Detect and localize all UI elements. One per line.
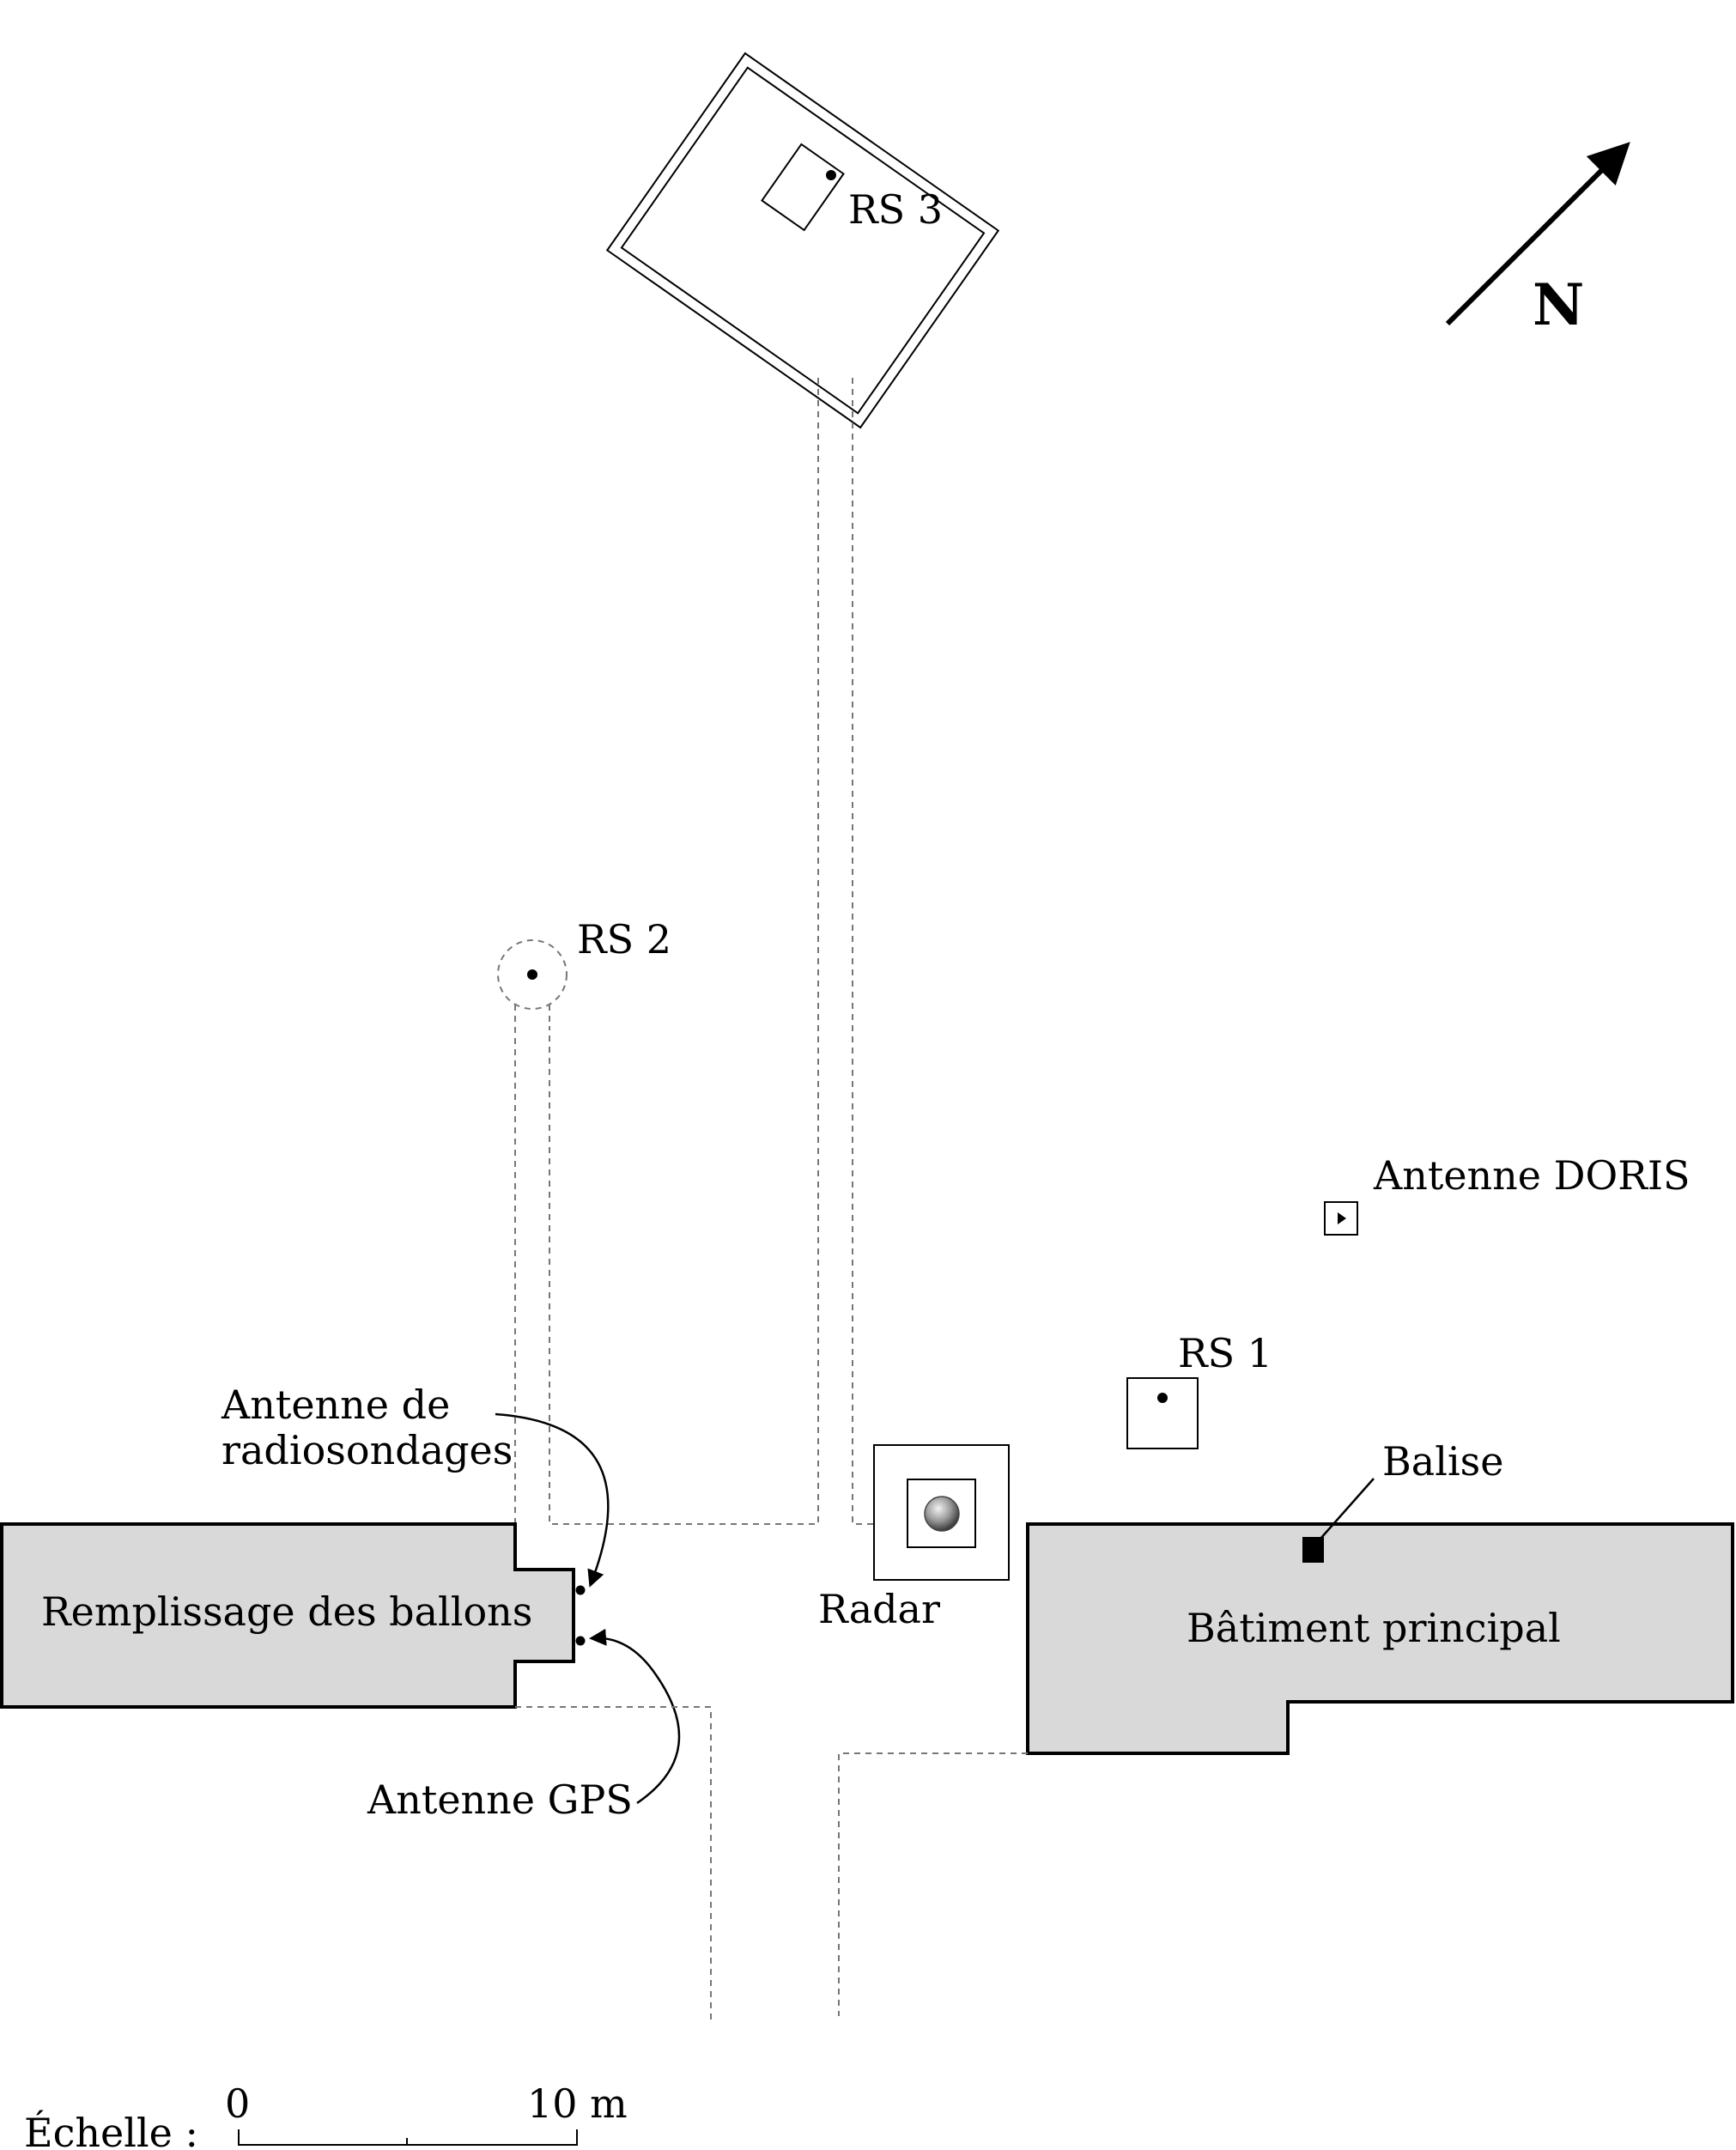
path-to-rs2 [514, 1005, 550, 1524]
radar-label: Radar [818, 1586, 940, 1632]
rs2-point [527, 969, 537, 980]
radiosonde-antenna-label-line2: radiosondages [222, 1427, 513, 1473]
rs2-enclosure [497, 939, 568, 1010]
balise-leader-line [1320, 1478, 1375, 1540]
main-building-label: Bâtiment principal [1187, 1605, 1561, 1651]
rs3-enclosure [605, 52, 1000, 429]
balloon-building-label: Remplissage des ballons [41, 1588, 532, 1635]
path-to-rs3 [549, 378, 876, 1525]
rs2-label: RS 2 [577, 916, 671, 963]
balloon-filling-building [0, 1522, 575, 1709]
radar-inner-enclosure [907, 1479, 976, 1548]
balise-marker-icon [1302, 1537, 1324, 1563]
north-arrow-icon [1445, 142, 1630, 326]
doris-antenna-icon [1324, 1201, 1358, 1236]
rs1-shelter [1126, 1377, 1199, 1449]
scale-end-label: 10 m [527, 2080, 628, 2127]
doris-label: Antenne DORIS [1373, 1152, 1690, 1199]
gps-antenna-label: Antenne GPS [367, 1776, 633, 1823]
gps-leader-arrow-icon [589, 1628, 681, 1805]
scale-bar: Échelle : 0 10 m [24, 2080, 628, 2150]
north-label: N [1533, 271, 1584, 338]
rs1-label: RS 1 [1178, 1330, 1272, 1376]
radiosonde-antenna-label-line1: Antenne de [221, 1382, 450, 1428]
radiosonde-leader-arrow-icon [495, 1412, 610, 1588]
doris-marker-icon [1338, 1212, 1346, 1224]
rs1-point [1157, 1393, 1168, 1403]
radar-outer-enclosure [873, 1444, 1010, 1581]
access-road-paths [515, 1706, 1028, 2019]
rs3-label: RS 3 [848, 186, 943, 233]
scale-label: Échelle : [24, 2109, 198, 2150]
scale-start-label: 0 [225, 2080, 250, 2127]
rs3-shelter [761, 143, 845, 232]
gps-antenna-point [575, 1636, 586, 1646]
balise-label: Balise [1382, 1438, 1503, 1485]
rs3-point [826, 170, 836, 180]
radar-dome-icon [924, 1496, 960, 1532]
radiosonde-antenna-point [575, 1585, 586, 1595]
